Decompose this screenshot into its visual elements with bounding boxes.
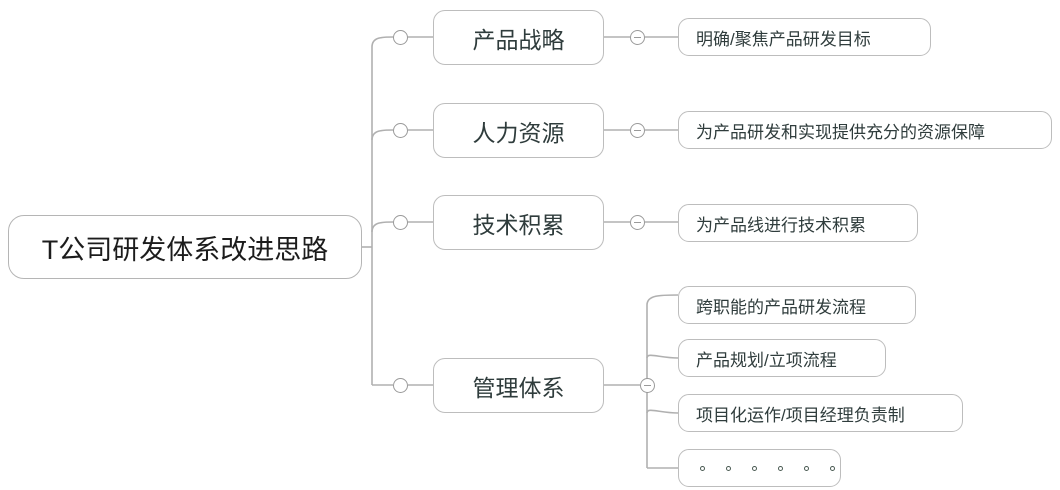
collapse-minus-icon-3[interactable] (630, 215, 645, 230)
branch-node-technology-accumulation[interactable]: 技术积累 (433, 195, 604, 250)
leaf-node-label: 为产品线进行技术积累 (696, 215, 866, 235)
leaf-node-label: 明确/聚焦产品研发目标 (696, 29, 871, 49)
leaf-node-label: 项目化运作/项目经理负责制 (696, 405, 905, 425)
branch-node-human-resources[interactable]: 人力资源 (433, 103, 604, 158)
collapse-minus-icon-1[interactable] (630, 30, 645, 45)
leaf-node-human-resources-1[interactable]: 为产品研发和实现提供充分的资源保障 (678, 111, 1052, 149)
branch-marker-icon-2[interactable] (393, 123, 408, 138)
leaf-node-management-system-3[interactable]: 项目化运作/项目经理负责制 (678, 394, 963, 432)
connector-root-to-branch-1 (371, 36, 394, 48)
connector-branch-4-to-leaf-d2 (646, 354, 679, 359)
connector-branch-4-to-leaf-d1 (646, 294, 679, 306)
connector-root-to-branch-3 (371, 221, 394, 233)
leaf-node-label: 产品规划/立项流程 (696, 350, 837, 370)
branch-node-label: 管理体系 (472, 374, 565, 401)
branch-node-label: 技术积累 (472, 211, 565, 238)
leaf-node-management-system-4-ellipsis[interactable] (678, 449, 841, 487)
dot-icon (778, 465, 783, 471)
leaf-node-label: 为产品研发和实现提供充分的资源保障 (696, 122, 985, 142)
dot-icon (804, 465, 809, 471)
branch-node-management-system[interactable]: 管理体系 (433, 358, 604, 413)
dot-icon (752, 465, 757, 471)
dot-icon (830, 465, 835, 471)
collapse-minus-icon-2[interactable] (630, 123, 645, 138)
leaf-node-management-system-2[interactable]: 产品规划/立项流程 (678, 339, 886, 377)
leaf-node-technology-accumulation-1[interactable]: 为产品线进行技术积累 (678, 204, 918, 242)
connector-branch-4-to-leaf-d3 (646, 409, 679, 414)
root-node-label: T公司研发体系改进思路 (41, 234, 329, 265)
branch-marker-icon-1[interactable] (393, 30, 408, 45)
branch-marker-icon-3[interactable] (393, 215, 408, 230)
leaf-node-label: 跨职能的产品研发流程 (696, 297, 866, 317)
branch-node-label: 人力资源 (472, 119, 565, 146)
dot-icon (700, 465, 705, 471)
leaf-node-product-strategy-1[interactable]: 明确/聚焦产品研发目标 (678, 18, 931, 56)
connector-root-to-branch-2 (371, 129, 394, 141)
ellipsis-dots (696, 465, 835, 471)
leaf-node-management-system-1[interactable]: 跨职能的产品研发流程 (678, 286, 916, 324)
dot-icon (726, 465, 731, 471)
root-node[interactable]: T公司研发体系改进思路 (8, 215, 362, 279)
branch-node-product-strategy[interactable]: 产品战略 (433, 10, 604, 65)
collapse-minus-icon-4[interactable] (640, 378, 655, 393)
branch-node-label: 产品战略 (472, 26, 565, 53)
branch-marker-icon-4[interactable] (393, 378, 408, 393)
